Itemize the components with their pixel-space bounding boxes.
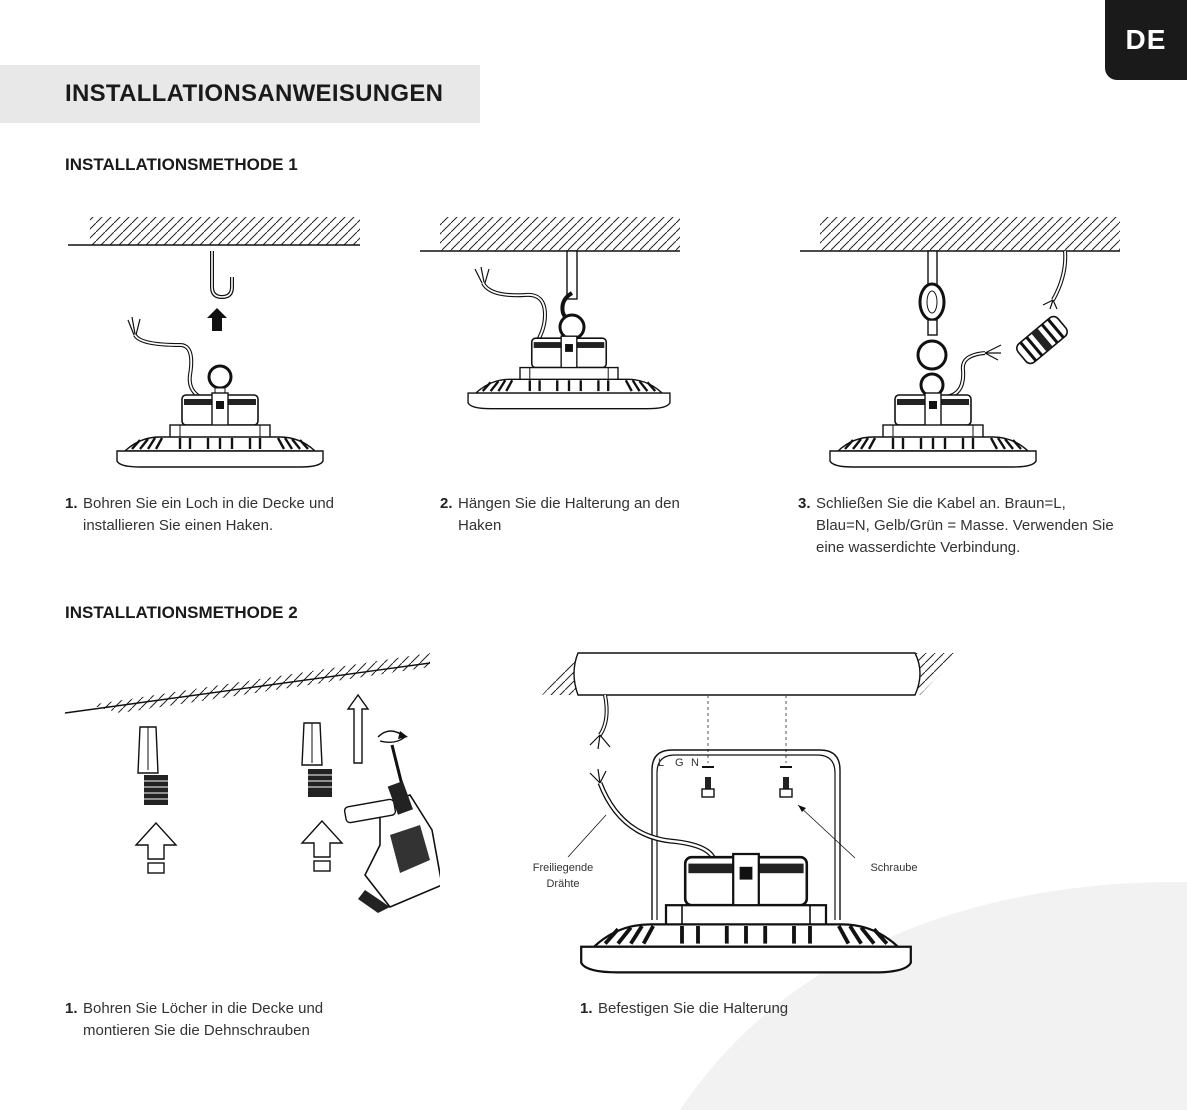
exposed-wires-label-2: Drähte: [546, 878, 579, 890]
page-title: INSTALLATIONSANWEISUNGEN: [65, 80, 444, 107]
screw-icon: [779, 766, 793, 798]
step-text: Bohren Sie ein Loch in die Decke und ins…: [83, 495, 335, 534]
figure-step2-hang: [420, 217, 680, 410]
method1-step2: 2. Hängen Sie die Halterung an den Haken: [440, 493, 690, 537]
figure-method2-bracket: L G N Freiliegende Drähte Schraube: [533, 652, 960, 975]
step-text: Befestigen Sie die Halterung: [598, 1000, 789, 1017]
figure-method2-drill: [64, 653, 440, 913]
wire-label-l: L: [658, 757, 664, 769]
step-number: 1.: [65, 1000, 78, 1017]
step-text: Bohren Sie Löcher in die Decke und monti…: [83, 1000, 324, 1039]
language-tab: DE: [1105, 0, 1187, 80]
step-number: 1.: [580, 1000, 593, 1017]
method2-title: INSTALLATIONSMETHODE 2: [65, 603, 298, 622]
method2-step1-bracket: 1. Befestigen Sie die Halterung: [580, 998, 900, 1020]
step-text: Hängen Sie die Halterung an den Haken: [458, 495, 680, 534]
step-number: 1.: [65, 495, 78, 512]
figure-step1-hook: [68, 217, 360, 469]
step-number: 3.: [798, 495, 811, 512]
step-text: Schließen Sie die Kabel an. Braun=L, Bla…: [816, 495, 1114, 556]
screw-label: Schraube: [870, 862, 917, 874]
wire-label-g: G: [675, 757, 684, 769]
wire-label-n: N: [691, 757, 699, 769]
screw-icon: [701, 766, 715, 798]
method1-title: INSTALLATIONSMETHODE 1: [65, 155, 298, 174]
exposed-wires-label: Freiliegende: [533, 862, 594, 874]
method2-step1-drill: 1. Bohren Sie Löcher in die Decke und mo…: [65, 998, 385, 1042]
figure-step3-connect: [800, 217, 1120, 469]
method1-step3: 3. Schließen Sie die Kabel an. Braun=L, …: [798, 493, 1118, 559]
title-bar: [0, 65, 480, 123]
method1-step1: 1. Bohren Sie ein Loch in die Decke und …: [65, 493, 385, 537]
step-number: 2.: [440, 495, 453, 512]
